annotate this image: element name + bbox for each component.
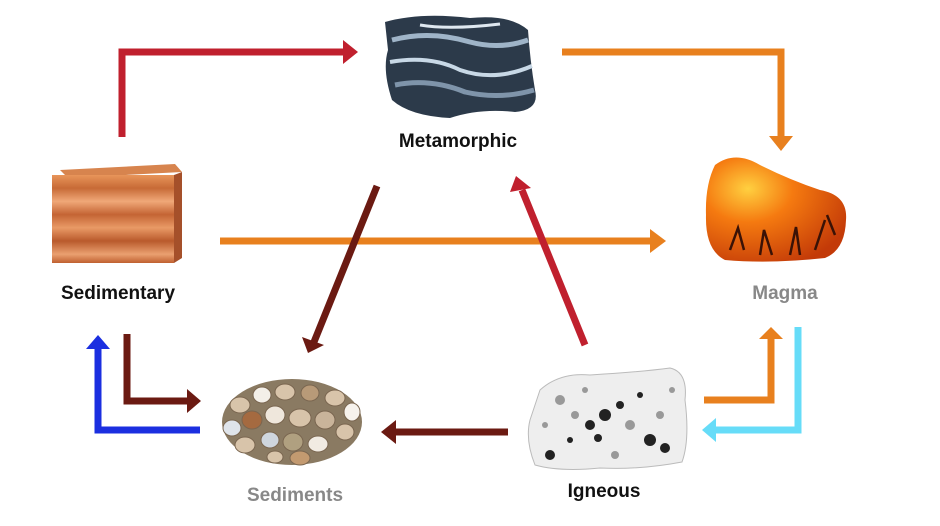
label-metamorphic: Metamorphic: [398, 131, 518, 152]
arrow-sedimentary-to-sediments: [123, 334, 188, 405]
arrow-metamorphic-to-magma: [562, 48, 785, 138]
metamorphic-rock-image: [385, 15, 536, 118]
magma-image: [705, 157, 847, 262]
arrowhead: [702, 418, 716, 442]
arrowhead: [759, 327, 783, 339]
arrowhead: [343, 40, 358, 64]
sedimentary-rock-image: [52, 164, 182, 263]
arrow-igneous-to-magma: [704, 338, 775, 404]
arrowhead: [650, 229, 666, 253]
arrow-sediments-to-sedimentary: [94, 348, 200, 434]
label-sediments: Sediments: [246, 485, 344, 506]
label-igneous: Igneous: [567, 481, 641, 502]
arrow-magma-to-igneous: [716, 327, 802, 434]
arrow-sedimentary-to-metamorphic: [118, 48, 345, 137]
arrowhead: [510, 176, 531, 192]
sediments-image: [222, 379, 362, 466]
arrowhead: [302, 337, 324, 353]
arrowhead: [86, 335, 110, 349]
label-magma: Magma: [752, 283, 818, 304]
arrow-metamorphic-to-sediments: [310, 184, 381, 344]
arrow-igneous-to-metamorphic: [518, 188, 589, 347]
arrowhead: [769, 136, 793, 151]
label-sedimentary: Sedimentary: [60, 283, 176, 304]
arrowhead: [381, 420, 396, 444]
igneous-rock-image: [527, 367, 688, 470]
arrowhead: [187, 389, 201, 413]
